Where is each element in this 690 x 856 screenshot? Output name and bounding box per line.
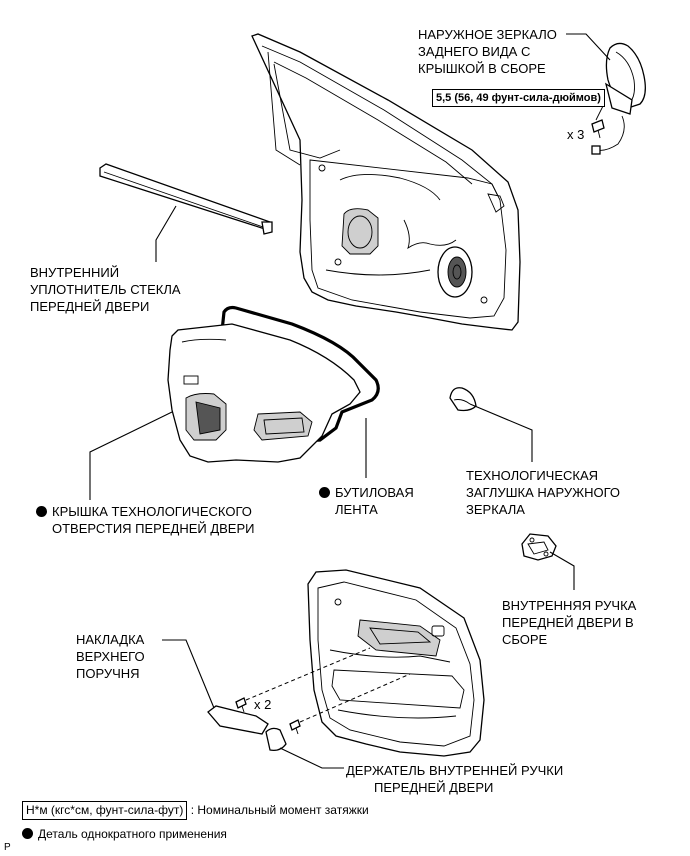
label-line: ДЕРЖАТЕЛЬ ВНУТРЕННЕЙ РУЧКИ bbox=[346, 763, 564, 778]
mirror-bolt bbox=[591, 119, 605, 139]
label-line: КРЫШКОЙ В СБОРЕ bbox=[418, 61, 546, 76]
label-armrest-upper-cover: НАКЛАДКА ВЕРХНЕГО ПОРУЧНЯ bbox=[76, 631, 145, 682]
legend-torque-desc: : Номинальный момент затяжки bbox=[190, 803, 369, 817]
inner-door-handle bbox=[521, 533, 557, 561]
label-line: ПЕРЕДНЕЙ ДВЕРИ bbox=[374, 780, 494, 795]
label-line: НАРУЖНОЕ ЗЕРКАЛО bbox=[418, 27, 557, 42]
legend-torque: Н*м (кгс*см, фунт-сила-фут) : Номинальны… bbox=[22, 801, 369, 820]
label-line: БУТИЛОВАЯ bbox=[335, 485, 414, 500]
legend-single-use: Деталь однократного применения bbox=[22, 826, 227, 843]
trim-screw bbox=[289, 719, 301, 735]
single-use-dot-icon bbox=[22, 828, 33, 839]
leader-inner-handle bbox=[549, 551, 575, 590]
install-guide-line bbox=[245, 647, 371, 701]
glass-weatherstrip bbox=[99, 163, 273, 235]
butyl-tape bbox=[218, 305, 380, 444]
leader-armrest-cover bbox=[162, 639, 215, 709]
torque-spec-box: 5,5 (56, 49 фунт-сила-дюймов) bbox=[432, 89, 605, 107]
single-use-dot-icon bbox=[36, 506, 47, 517]
trim-screw-quantity: x 2 bbox=[254, 697, 272, 712]
legend-torque-unit: Н*м (кгс*см, фунт-сила-фут) bbox=[22, 801, 188, 820]
label-handle-bezel: ДЕРЖАТЕЛЬ ВНУТРЕННЕЙ РУЧКИ ПЕРЕДНЕЙ ДВЕР… bbox=[346, 762, 563, 796]
label-outer-mirror: НАРУЖНОЕ ЗЕРКАЛО ЗАДНЕГО ВИДА С КРЫШКОЙ … bbox=[418, 26, 557, 77]
leader-handle-bezel bbox=[279, 747, 344, 769]
leader-service-hole-cover bbox=[89, 411, 173, 500]
leader-mirror bbox=[566, 33, 611, 61]
label-line: НАКЛАДКА bbox=[76, 632, 145, 647]
label-line: ПЕРЕДНЕЙ ДВЕРИ В bbox=[502, 615, 634, 630]
label-line: ЗАДНЕГО ВИДА С bbox=[418, 44, 531, 59]
label-service-hole-cover: КРЫШКА ТЕХНОЛОГИЧЕСКОГО ОТВЕРСТИЯ ПЕРЕДН… bbox=[36, 503, 255, 537]
door-frame bbox=[251, 33, 521, 331]
label-glass-weatherstrip: ВНУТРЕННИЙ УПЛОТНИТЕЛЬ СТЕКЛА ПЕРЕДНЕЙ Д… bbox=[30, 264, 181, 315]
label-line: ЛЕНТА bbox=[335, 502, 378, 517]
label-line: ОТВЕРСТИЯ ПЕРЕДНЕЙ ДВЕРИ bbox=[52, 521, 255, 536]
single-use-dot-icon bbox=[319, 487, 330, 498]
trim-screw bbox=[235, 697, 247, 713]
legend-single-use-text: Деталь однократного применения bbox=[38, 827, 227, 841]
handle-bezel bbox=[265, 727, 287, 752]
mirror-bolt-quantity: x 3 bbox=[567, 127, 585, 142]
corner-mark: P bbox=[4, 842, 11, 853]
label-line: ПОРУЧНЯ bbox=[76, 666, 140, 681]
outer-mirror bbox=[591, 42, 646, 155]
label-mirror-service-plug: ТЕХНОЛОГИЧЕСКАЯ ЗАГЛУШКА НАРУЖНОГО ЗЕРКА… bbox=[466, 467, 620, 518]
label-line: ЗАГЛУШКА НАРУЖНОГО bbox=[466, 485, 621, 500]
door-trim-board bbox=[307, 569, 485, 757]
armrest-upper-cover bbox=[207, 705, 269, 735]
label-line: ВЕРХНЕГО bbox=[76, 649, 145, 664]
label-line: ТЕХНОЛОГИЧЕСКАЯ bbox=[466, 468, 599, 483]
label-inner-door-handle: ВНУТРЕННЯЯ РУЧКА ПЕРЕДНЕЙ ДВЕРИ В СБОРЕ bbox=[502, 597, 636, 648]
label-butyl-tape: БУТИЛОВАЯ ЛЕНТА bbox=[319, 484, 414, 518]
leader-mirror-plug bbox=[469, 403, 533, 462]
label-line: КРЫШКА ТЕХНОЛОГИЧЕСКОГО bbox=[52, 504, 252, 519]
install-guide-line bbox=[299, 673, 411, 723]
label-line: ВНУТРЕННИЙ bbox=[30, 265, 120, 280]
label-line: ПЕРЕДНЕЙ ДВЕРИ bbox=[30, 299, 150, 314]
service-hole-cover bbox=[167, 323, 361, 463]
leader-weatherstrip bbox=[155, 205, 177, 262]
mirror-service-plug bbox=[449, 387, 477, 412]
label-line: ВНУТРЕННЯЯ РУЧКА bbox=[502, 598, 637, 613]
label-line: УПЛОТНИТЕЛЬ СТЕКЛА bbox=[30, 282, 181, 297]
label-line: ЗЕРКАЛА bbox=[466, 502, 525, 517]
label-line: СБОРЕ bbox=[502, 632, 548, 647]
